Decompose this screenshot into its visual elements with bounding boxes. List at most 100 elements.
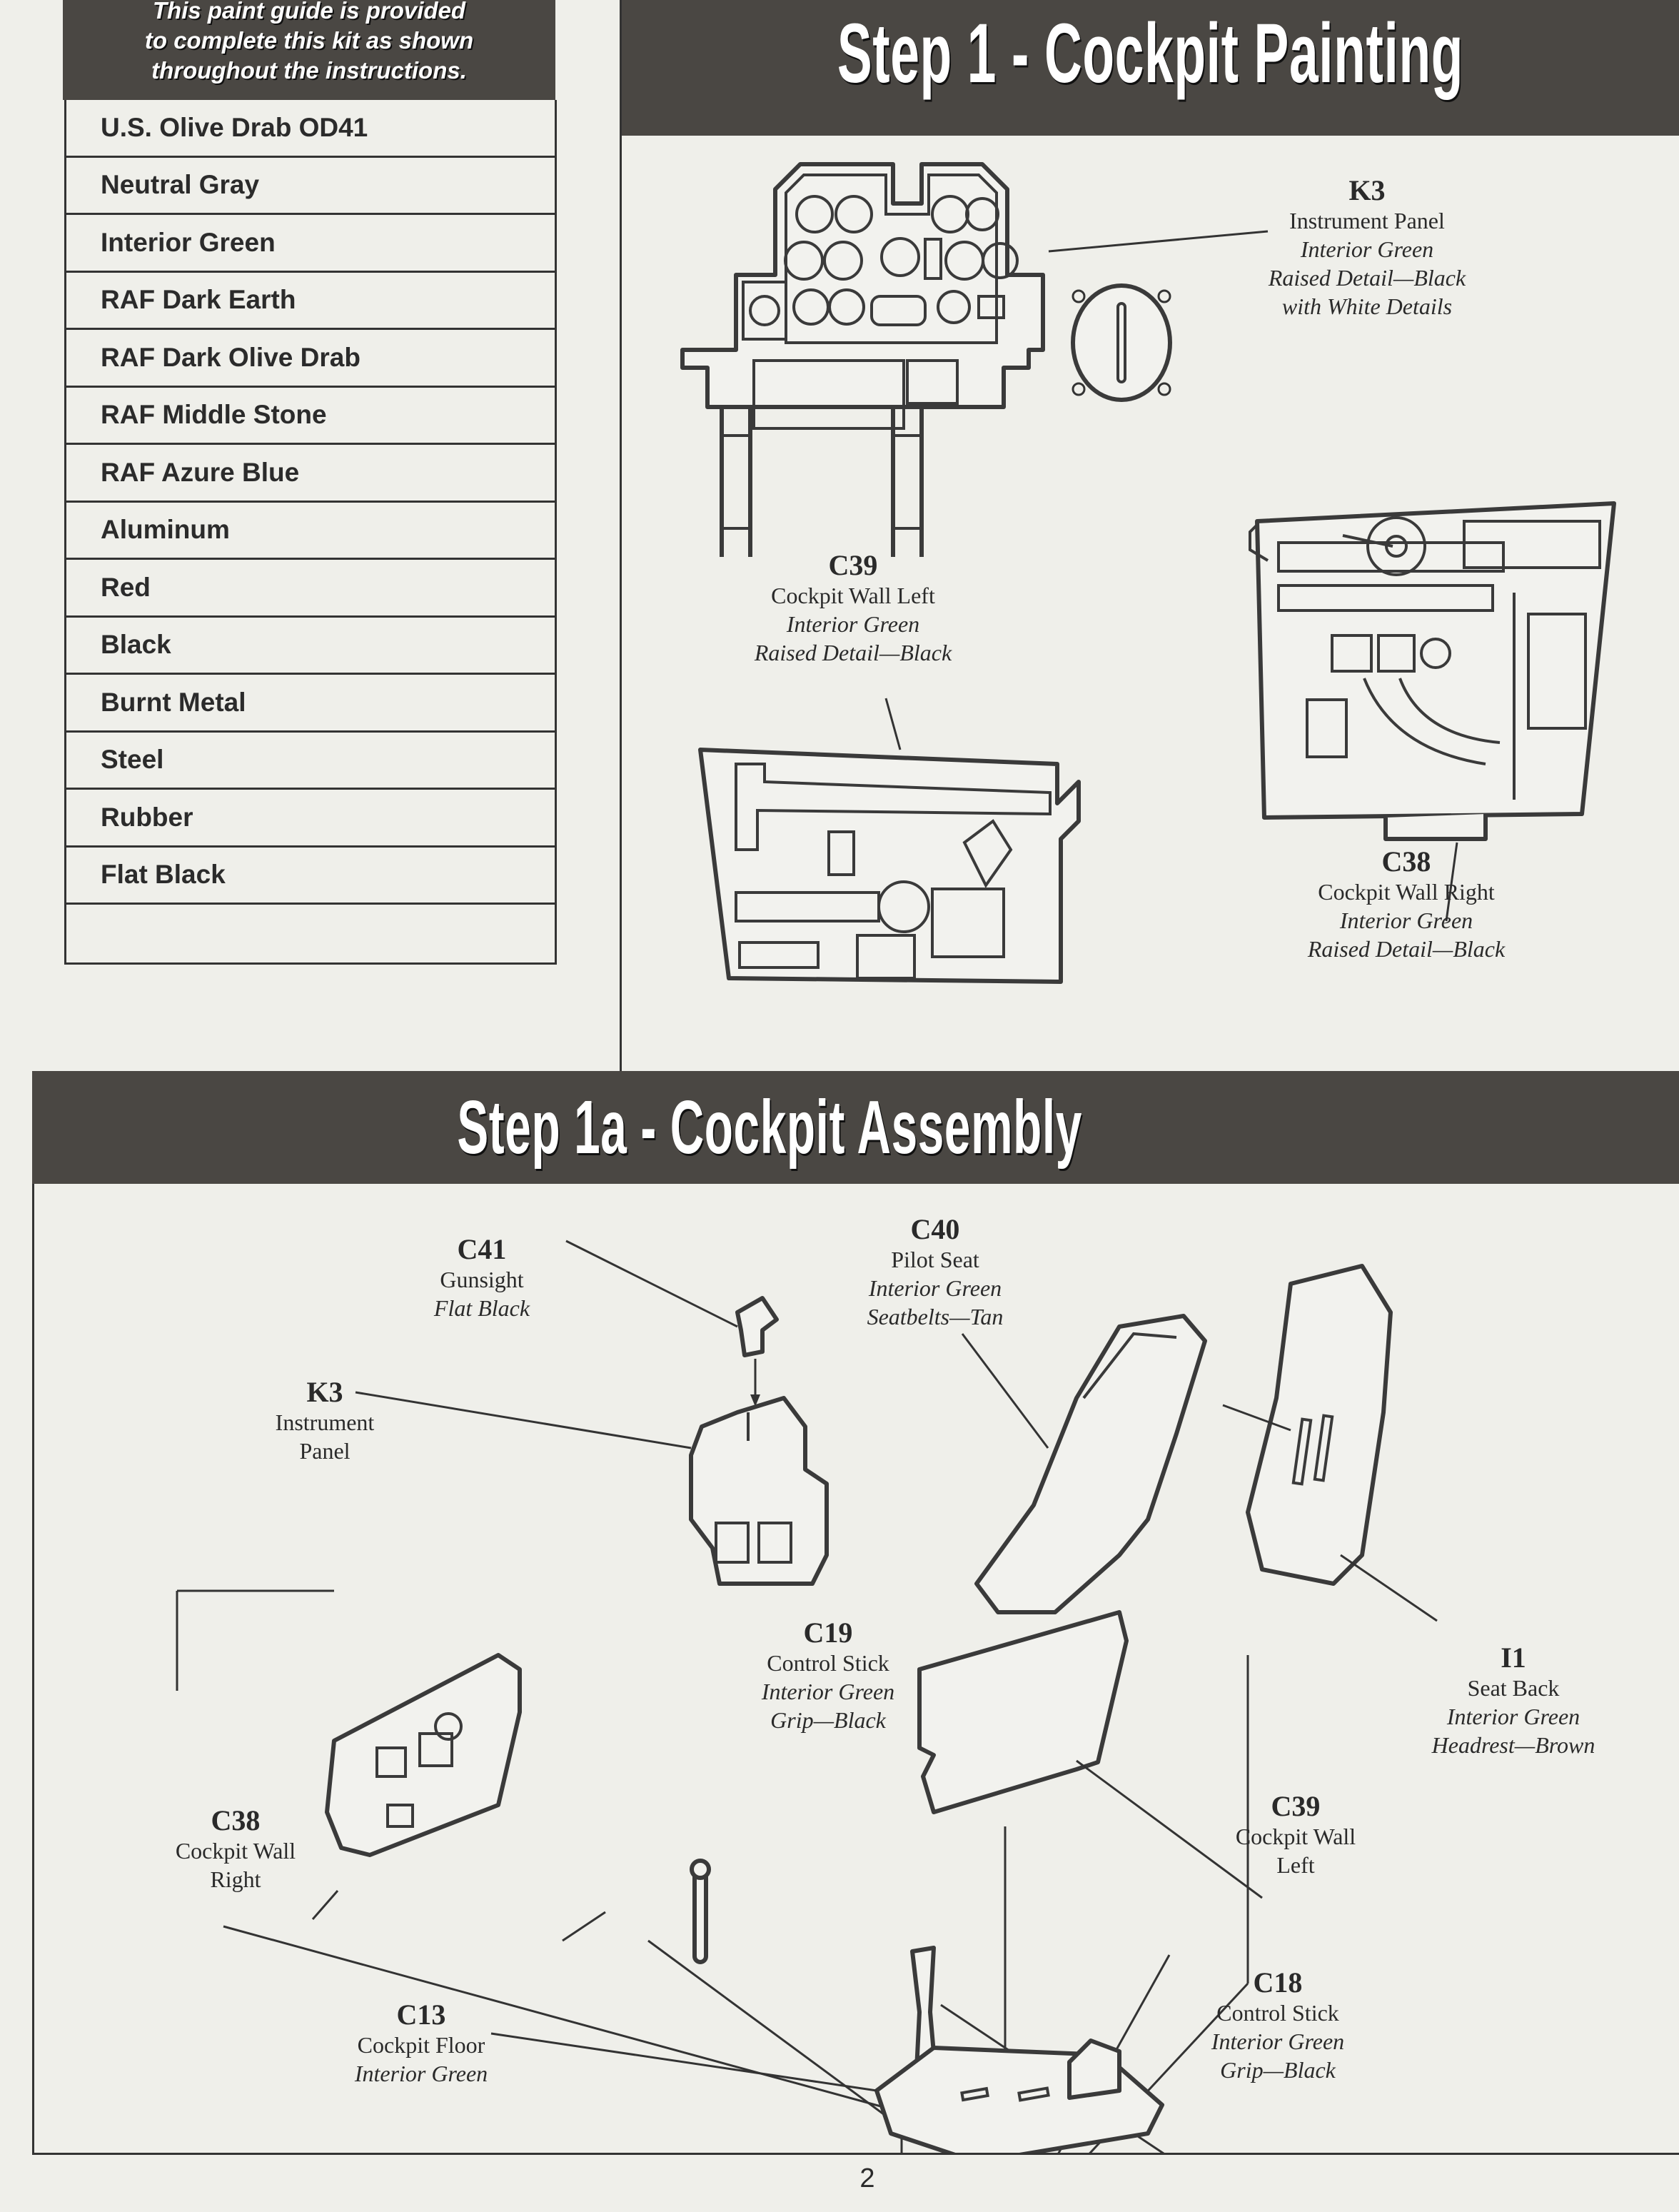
paint-color-row: Burnt Metal	[66, 675, 555, 733]
part-number: C39	[1271, 1790, 1321, 1822]
paint-color-row: RAF Dark Olive Drab	[66, 330, 555, 388]
paint-color-row: Steel	[66, 733, 555, 790]
part-number: C38	[1381, 845, 1431, 878]
part-name: Left	[1276, 1852, 1315, 1878]
instrument-panel-drawing	[680, 162, 1045, 557]
callout-c39-cockpit-wall-left: C39 Cockpit Wall Left	[1221, 1791, 1371, 1879]
paint-guide-header: This paint guide is provided to complete…	[63, 0, 555, 100]
part-number: C13	[396, 1999, 446, 2031]
cockpit-wall-left-drawing	[698, 748, 1081, 984]
paint-note: Interior Green	[1300, 236, 1434, 262]
step1-header: Step 1 - Cockpit Painting	[622, 0, 1679, 136]
k3-leader-line	[1048, 230, 1269, 253]
instrument-panel-assembly-drawing	[689, 1396, 829, 1586]
part-number: C18	[1253, 1966, 1303, 1999]
paint-guide-table: U.S. Olive Drab OD41 Neutral Gray Interi…	[64, 100, 557, 965]
seat-arrow	[1222, 1404, 1291, 1432]
callout-c13-cockpit-floor: C13 Cockpit Floor Interior Green	[336, 1999, 507, 2088]
paint-color-row: Interior Green	[66, 215, 555, 273]
control-stick-c19-drawing	[690, 1859, 711, 1964]
part-name: Pilot Seat	[891, 1247, 979, 1272]
paint-color-row: Neutral Gray	[66, 158, 555, 215]
left-frame-border	[32, 1071, 34, 2153]
part-name: Cockpit Floor	[357, 2032, 485, 2058]
part-name: Cockpit Wall	[175, 1838, 296, 1864]
paint-note: Flat Black	[433, 1295, 530, 1321]
part-name: Control Stick	[767, 1650, 889, 1676]
part-number: K3	[306, 1376, 343, 1408]
seat-back-drawing	[1246, 1264, 1393, 1586]
callout-c18-control-stick: C18 Control Stick Interior Green Grip—Bl…	[1189, 1967, 1367, 2084]
part-number: C41	[457, 1233, 507, 1265]
bottom-frame-border	[32, 2153, 1679, 2155]
part-name: Instrument	[275, 1409, 375, 1435]
gunsight-drawing	[735, 1296, 779, 1357]
paint-color-row: Flat Black	[66, 848, 555, 905]
pilot-seat-drawing	[974, 1314, 1207, 1614]
part-number: K3	[1348, 174, 1386, 206]
paint-note: Grip—Black	[770, 1707, 886, 1733]
paint-note: Seatbelts—Tan	[867, 1304, 1004, 1329]
callout-k3-instrument-panel: K3 Instrument Panel Interior Green Raise…	[1206, 175, 1528, 321]
paint-guide-intro-line: This paint guide is provided	[152, 0, 466, 24]
callout-c38-cockpit-wall-right: C38 Cockpit Wall Right	[164, 1805, 307, 1894]
k3-leader-line	[355, 1391, 692, 1449]
page-number: 2	[859, 2163, 875, 2193]
paint-note: Interior Green	[354, 2061, 488, 2086]
part-name: Right	[210, 1866, 261, 1892]
paint-color-row: U.S. Olive Drab OD41	[66, 100, 555, 158]
step1a-drawings	[176, 1240, 1438, 2153]
cockpit-wall-left-assembly-drawing	[917, 1610, 1129, 1814]
part-name: Gunsight	[440, 1267, 524, 1292]
part-name: Seat Back	[1467, 1675, 1560, 1701]
paint-color-row: Black	[66, 618, 555, 675]
c38-leader-line	[1445, 842, 1458, 922]
part-name: Cockpit Wall	[1235, 1824, 1356, 1849]
c41-leader-line	[565, 1240, 738, 1328]
cockpit-wall-right-assembly-drawing	[325, 1653, 522, 1857]
paint-note: Interior Green	[868, 1275, 1002, 1301]
paint-note: Raised Detail—Black	[1307, 936, 1506, 962]
column-divider	[620, 0, 622, 1071]
callout-c39-cockpit-wall-left: C39 Cockpit Wall Left Interior Green Rai…	[717, 550, 989, 667]
part-name: Cockpit Wall Left	[771, 583, 935, 608]
step1a-header: Step 1a - Cockpit Assembly	[32, 1071, 1679, 1184]
step1-title: Step 1 - Cockpit Painting	[837, 6, 1464, 101]
paint-note: Interior Green	[1339, 908, 1473, 933]
paint-color-row: Aluminum	[66, 503, 555, 560]
callout-c19-control-stick: C19 Control Stick Interior Green Grip—Bl…	[728, 1617, 928, 1734]
cockpit-wall-right-drawing	[1249, 501, 1616, 841]
callout-c41-gunsight: C41 Gunsight Flat Black	[407, 1234, 557, 1322]
paint-note: with White Details	[1281, 293, 1453, 319]
c40-leader-line	[961, 1333, 1049, 1449]
c19-leader-line	[562, 1911, 606, 1942]
paint-note: Grip—Black	[1220, 2057, 1336, 2083]
step1a-title: Step 1a - Cockpit Assembly	[457, 1085, 1083, 1170]
part-number: C39	[828, 549, 878, 581]
part-name: Instrument Panel	[1289, 208, 1445, 233]
part-name: Control Stick	[1216, 2000, 1339, 2026]
part-name: Cockpit Wall Right	[1318, 879, 1495, 905]
paint-guide-intro-line: to complete this kit as shown	[144, 27, 474, 54]
part-number: I1	[1501, 1642, 1526, 1674]
c13-leader-line	[490, 2032, 877, 2092]
cockpit-floor-drawing	[874, 2038, 1164, 2153]
paint-note: Interior Green	[761, 1679, 895, 1704]
c39-leader-line	[884, 698, 902, 750]
paint-color-row: Rubber	[66, 790, 555, 848]
i1-leader-line	[1340, 1554, 1438, 1622]
paint-guide-intro-line: throughout the instructions.	[151, 57, 467, 84]
part-number: C19	[803, 1617, 853, 1649]
paint-note: Interior Green	[786, 611, 920, 637]
assembly-arrow	[223, 1925, 902, 2113]
paint-note: Raised Detail—Black	[754, 640, 952, 665]
paint-note: Headrest—Brown	[1431, 1732, 1595, 1758]
callout-i1-seat-back: I1 Seat Back Interior Green Headrest—Bro…	[1421, 1642, 1606, 1759]
paint-color-row: RAF Middle Stone	[66, 388, 555, 445]
arrowhead	[750, 1394, 760, 1407]
paint-guide-intro: This paint guide is provided to complete…	[63, 0, 555, 86]
callout-c38-cockpit-wall-right: C38 Cockpit Wall Right Interior Green Ra…	[1271, 846, 1542, 963]
part-number: C40	[910, 1213, 960, 1245]
paint-color-row: Red	[66, 560, 555, 618]
paint-note: Raised Detail—Black	[1268, 265, 1466, 291]
